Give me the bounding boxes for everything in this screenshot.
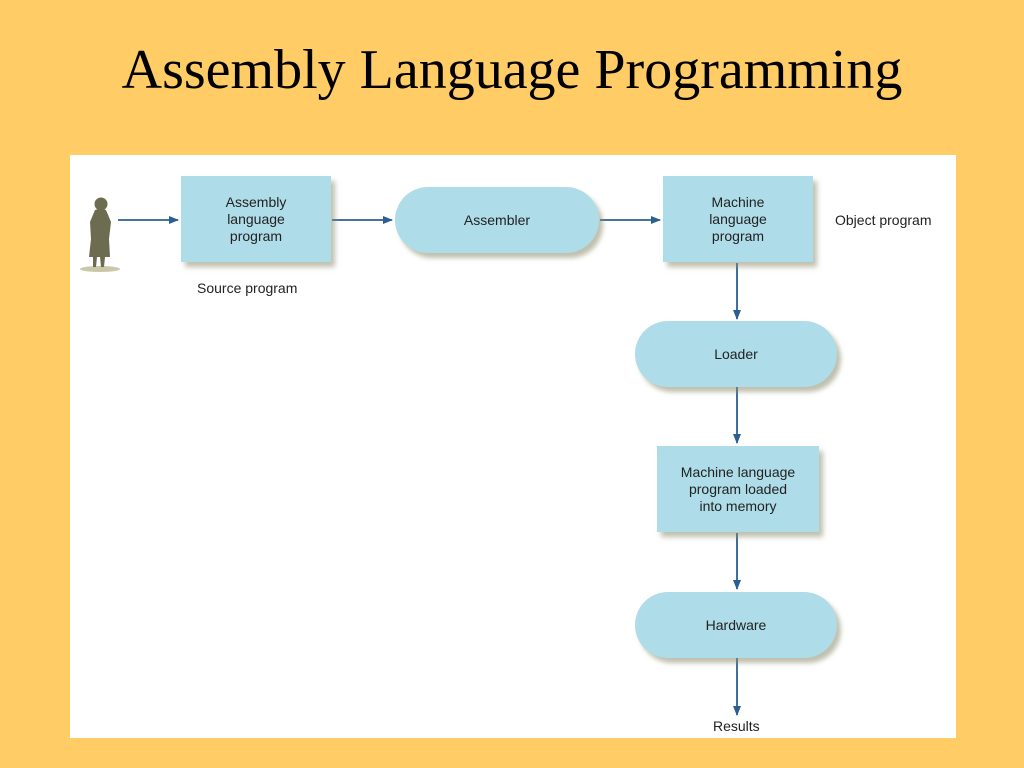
source-program-label: Source program [197,280,298,296]
object-program-label: Object program [835,212,932,228]
hardware-node: Hardware [635,592,837,658]
connector-arrows [118,216,741,716]
person-icon [80,197,120,272]
loaded-program-node: Machine language program loaded into mem… [657,446,819,532]
results-label: Results [713,718,760,734]
slide-title: Assembly Language Programming [121,39,903,101]
loader-node: Loader [635,321,837,387]
assembly-program-node: Assembly language program [181,176,331,262]
flow-diagram: Assembly language program Source program… [70,155,956,738]
machine-program-node: Machine language program [663,176,813,262]
assembler-node: Assembler [395,187,599,253]
